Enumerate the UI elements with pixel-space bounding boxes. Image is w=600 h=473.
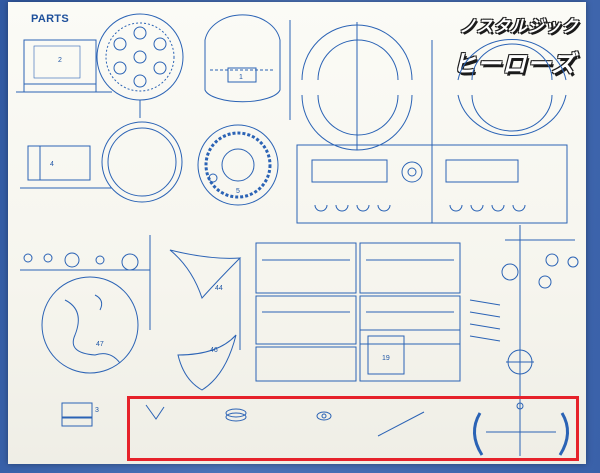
part-grid-center bbox=[255, 242, 461, 382]
part-disc-wheel bbox=[96, 13, 184, 118]
part-panel-2 bbox=[16, 39, 112, 93]
part-horn-top bbox=[169, 249, 242, 350]
parts-sheet bbox=[8, 2, 586, 464]
part-number-19: 19 bbox=[382, 355, 390, 362]
part-ring-mid bbox=[101, 121, 183, 203]
part-number-1: 1 bbox=[239, 74, 243, 81]
part-number-46: 46 bbox=[210, 347, 218, 354]
part-cylinder-1 bbox=[204, 14, 291, 120]
part-panel-4 bbox=[20, 145, 112, 189]
part-globe-47 bbox=[41, 276, 139, 374]
part-number-47: 47 bbox=[96, 341, 104, 348]
part-number-5: 5 bbox=[236, 188, 240, 195]
part-horn-bottom bbox=[177, 334, 237, 391]
part-ring-left bbox=[301, 22, 413, 151]
part-column-right bbox=[469, 225, 579, 400]
part-ring-right bbox=[431, 39, 567, 150]
part-stamp-box bbox=[61, 402, 93, 427]
parts-heading: PARTS bbox=[31, 13, 69, 25]
part-drum-3 bbox=[197, 124, 279, 206]
part-number-4: 4 bbox=[50, 161, 54, 168]
part-number-3: 3 bbox=[95, 407, 99, 414]
part-number-2: 2 bbox=[58, 57, 62, 64]
logo-line-1: ノスタルジック bbox=[459, 17, 578, 37]
part-frame-trays bbox=[296, 144, 568, 224]
part-number-44: 44 bbox=[215, 285, 223, 292]
highlighted-parts bbox=[145, 395, 569, 456]
red-highlight-box bbox=[127, 396, 579, 461]
part-small-items-left bbox=[20, 235, 151, 330]
